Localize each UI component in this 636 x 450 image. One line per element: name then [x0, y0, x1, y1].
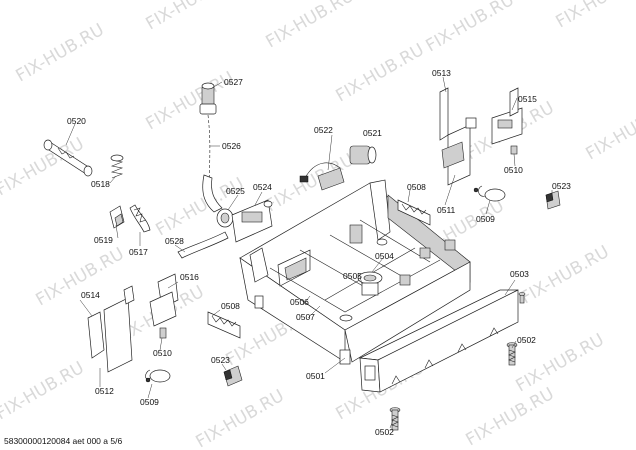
part-label-0504: 0504: [375, 251, 394, 261]
watermark-text: FIX-HUB.RU: [263, 0, 358, 52]
pump-0525: [216, 208, 234, 228]
screw-0502-upper: [506, 342, 518, 366]
part-label-0514: 0514: [81, 290, 100, 300]
watermark-text: FIX-HUB.RU: [0, 358, 88, 424]
part-label-0526: 0526: [222, 141, 241, 151]
heater-0508-right: [397, 199, 431, 226]
watermark-text: FIX-HUB.RU: [333, 40, 428, 106]
sensor-0521: [349, 145, 377, 165]
part-label-0507: 0507: [296, 312, 315, 322]
hose-0526: [202, 114, 223, 213]
part-label-0521: 0521: [363, 128, 382, 138]
part-label-0502: 0502: [375, 427, 394, 437]
base-tub-part: [239, 179, 471, 365]
part-label-0520: 0520: [67, 116, 86, 126]
footer-code: 58300000120084 aet 000 a 5/6: [4, 436, 122, 446]
part-label-0528: 0528: [165, 236, 184, 246]
part-label-0524: 0524: [253, 182, 272, 192]
part-label-0505: 0505: [343, 271, 362, 281]
module-0523-right: [545, 190, 561, 210]
part-label-0511: 0511: [437, 205, 456, 215]
spring-0518: [110, 154, 124, 179]
clip-0519: [109, 205, 125, 229]
part-label-0527: 0527: [224, 77, 243, 87]
watermark-text: FIX-HUB.RU: [13, 20, 108, 86]
watermark-text: FIX-HUB.RU: [193, 386, 288, 450]
part-label-0525: 0525: [226, 186, 245, 196]
part-label-0508: 0508: [221, 301, 240, 311]
part-label-0516: 0516: [180, 272, 199, 282]
watermark-text: FIX-HUB.RU: [153, 174, 248, 240]
part-label-0515: 0515: [518, 94, 537, 104]
clip-0510-left: [159, 327, 167, 339]
bracket-0514: [87, 285, 135, 373]
part-labels: 0527 0520 0526 0518 0525 0524 0522 0521 …: [67, 68, 571, 437]
part-label-0510: 0510: [153, 348, 172, 358]
watermark-text: FIX-HUB.RU: [463, 384, 558, 450]
part-label-0523: 0523: [211, 355, 230, 365]
screw-small-top: [518, 292, 526, 304]
screw-0502-lower: [389, 407, 401, 431]
watermark-text: FIX-HUB.RU: [143, 0, 238, 34]
switch-0509-right: [473, 185, 506, 202]
part-label-0513: 0513: [432, 68, 451, 78]
heater-0508-left: [207, 311, 241, 339]
module-0523-left: [223, 365, 243, 387]
front-cover-part: [358, 289, 519, 393]
hose-0520: [43, 139, 93, 177]
part-label-0517: 0517: [129, 247, 148, 257]
hose-0517: [129, 204, 151, 233]
bracket-0516: [149, 273, 179, 327]
part-label-0510: 0510: [504, 165, 523, 175]
valve-0524: [231, 199, 273, 243]
part-label-0508: 0508: [407, 182, 426, 192]
part-label-0503: 0503: [510, 269, 529, 279]
clip-0510-right: [510, 145, 518, 155]
part-label-0509: 0509: [140, 397, 159, 407]
watermark-text: FIX-HUB.RU: [423, 0, 518, 56]
part-label-0501: 0501: [306, 371, 325, 381]
part-label-0523: 0523: [552, 181, 571, 191]
part-label-0512: 0512: [95, 386, 114, 396]
bracket-0513: [439, 87, 477, 186]
part-label-0522: 0522: [314, 125, 333, 135]
watermark-text: FIX-HUB.RU: [518, 242, 613, 308]
part-label-0519: 0519: [94, 235, 113, 245]
hose-0528: [177, 231, 229, 259]
part-label-0509: 0509: [476, 214, 495, 224]
switch-0509-left: [145, 369, 171, 383]
leader-lines: [65, 76, 553, 429]
wiring-0522: [299, 162, 345, 191]
valve-0527: [199, 82, 217, 115]
watermark-text: FIX-HUB.RU: [583, 98, 636, 164]
watermark-text: FIX-HUB.RU: [553, 0, 636, 32]
part-label-0502: 0502: [517, 335, 536, 345]
bracket-0515: [491, 87, 523, 145]
part-label-0506: 0506: [290, 297, 309, 307]
part-label-0518: 0518: [91, 179, 110, 189]
